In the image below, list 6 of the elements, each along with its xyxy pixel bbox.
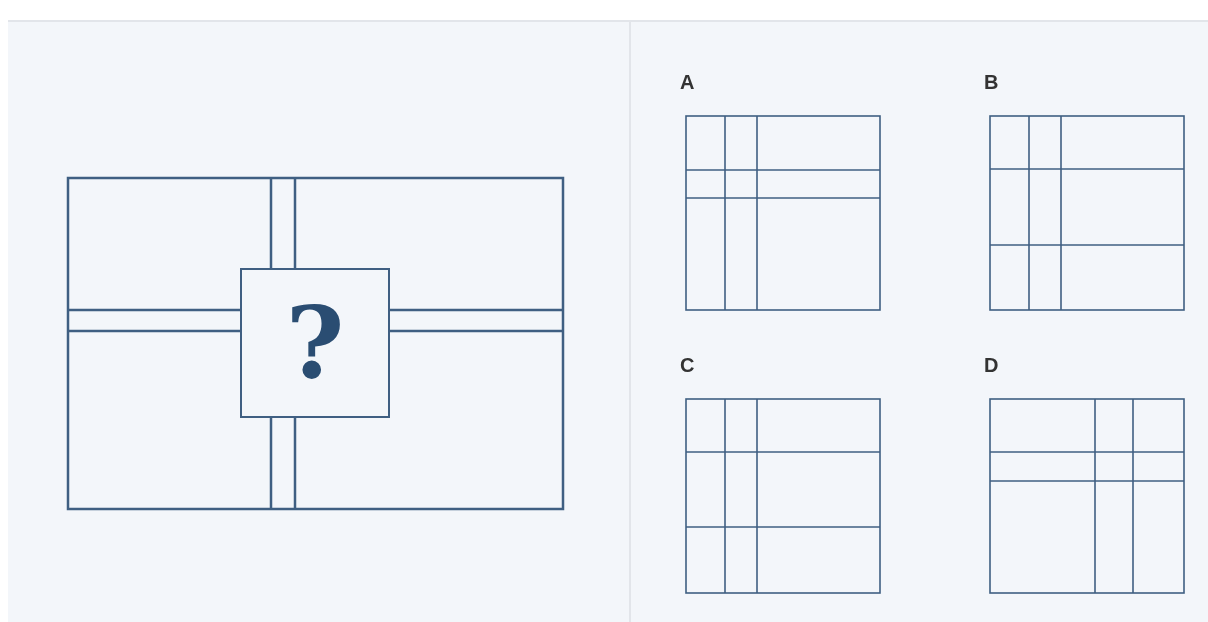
option-letter: D [984,355,999,375]
option-letter: A [680,72,695,92]
question-box [240,268,390,418]
option-letter: C [680,355,695,375]
option-letter: B [984,72,999,92]
question-mark: ? [285,293,345,393]
